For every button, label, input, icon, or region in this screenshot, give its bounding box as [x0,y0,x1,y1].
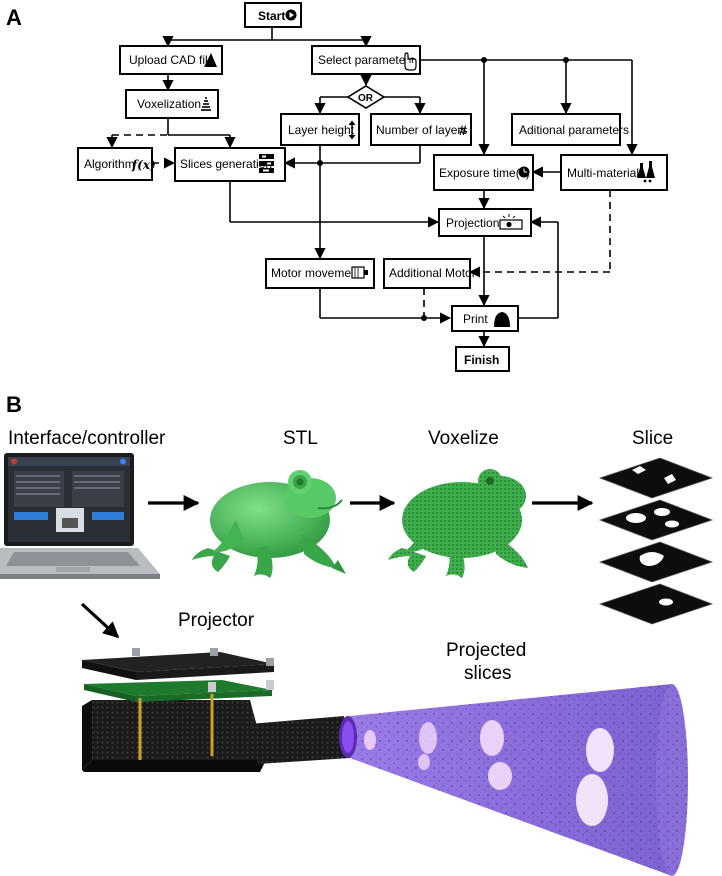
additional-motor-node: Additional Motor [383,258,476,289]
vertical-arrows-icon [348,120,356,140]
projected-caption-line2: slices [464,663,512,684]
projector-caption: Projector [178,610,255,631]
projected-slice-image-2 [418,722,437,770]
slice-layer-1 [598,457,714,499]
select-parameters-label: Select parameters [318,53,415,67]
or-label: OR [358,93,374,104]
projection-label: Projection [446,216,499,230]
print-node: Print [451,305,519,332]
slice-layer-4 [598,583,714,625]
layer-height-node: Layer height [280,113,360,146]
cone-icon [204,53,217,67]
projected-slice-image-3 [480,720,512,790]
arrow-to-projector [80,602,120,639]
slice-caption: Slice [632,428,673,449]
number-of-layers-label: Number of layers [376,123,467,137]
start-node: Start [244,2,302,28]
finish-label: Finish [464,353,499,367]
play-icon [285,9,297,21]
motor-icon [351,266,368,279]
upload-cad-node: Upload CAD file [119,45,223,75]
upload-cad-label: Upload CAD file [129,53,215,67]
exposure-time-node: Exposure time(s) [433,154,534,191]
print-label: Print [463,312,488,326]
motor-movement-label: Motor movement [271,266,362,280]
exposure-time-label: Exposure time(s) [439,166,530,180]
function-icon: f(x) [131,158,156,172]
pointer-hand-icon [404,52,417,71]
panel-b-label: B [6,392,22,417]
stl-frog-model [192,470,346,578]
slices-icon [259,154,274,173]
select-parameters-node: Select parameters [311,45,421,75]
projector-device [82,648,357,772]
projected-caption-line1: Projected [446,640,526,661]
projected-slice-image-4 [576,728,614,826]
additional-parameters-label: Aditional parameters [519,123,629,137]
slices-generation-label: Slices generation [180,157,272,171]
pcb-board [84,680,272,696]
top-plate [82,652,274,672]
interface-controller-caption: Interface/controller [8,428,166,449]
multi-material-node: Multi-material [560,154,668,191]
flasks-icon [637,161,655,183]
clock-icon [518,166,530,178]
additional-motor-label: Additional Motor [389,266,476,280]
algorithm-label: Algorithm [84,157,135,171]
stl-caption: STL [283,428,318,449]
stacked-cone-icon [201,97,211,111]
panel-a-label: A [6,5,22,30]
multi-material-label: Multi-material [567,166,639,180]
voxelization-node: Voxelization [125,89,219,119]
additional-parameters-node: Aditional parameters [511,113,629,146]
projector-icon [499,214,523,230]
voxelized-frog-model [388,469,528,578]
uv-projection-beam [350,684,688,876]
print-object-icon [494,312,510,327]
slices-generation-node: Slices generation [174,147,286,182]
number-of-layers-node: Number of layers # [370,113,472,146]
finish-node: Finish [455,346,510,372]
flowchart-connectors [106,27,638,348]
motor-movement-node: Motor movement [265,258,375,289]
start-label: Start [258,9,285,23]
or-decision: OR [346,85,386,109]
voxelize-caption: Voxelize [428,428,499,449]
voxelization-label: Voxelization [137,97,201,111]
hash-icon: # [459,122,467,138]
slice-layer-2 [598,499,714,541]
projector-lens-barrel [250,716,350,764]
laptop-illustration [0,453,160,579]
projection-node: Projection [438,208,532,237]
algorithm-node: Algorithm f(x) [77,147,156,181]
projected-slice-image-1 [364,730,376,750]
layer-height-label: Layer height [288,123,355,137]
slice-stack [598,457,714,625]
